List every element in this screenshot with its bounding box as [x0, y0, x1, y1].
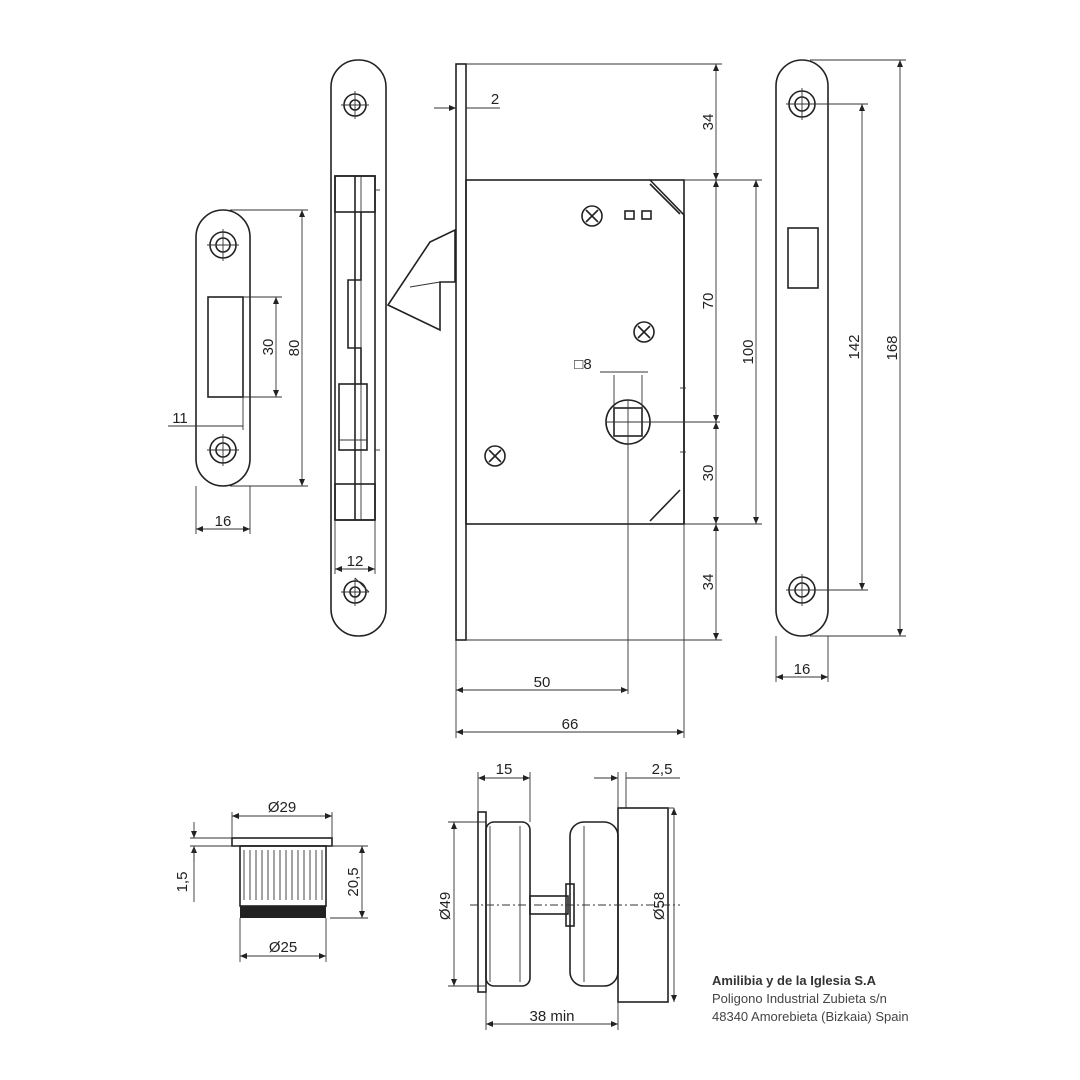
- dim-bottom: 34: [700, 574, 717, 591]
- screw-hole-icon: [786, 574, 818, 606]
- dim-cylinder-flange: 1,5: [174, 872, 191, 893]
- handle-detail: [448, 772, 680, 1030]
- cylinder-detail: [190, 812, 368, 962]
- dim-middle: 70: [700, 293, 717, 310]
- dim-lower: 30: [700, 465, 717, 482]
- dim-depth: 66: [562, 716, 579, 733]
- screw-hole-icon: [786, 88, 818, 120]
- front-plate: [455, 63, 467, 641]
- faceplate: [330, 59, 387, 637]
- strike-plate: [168, 209, 308, 534]
- dim-spindle: □8: [574, 356, 591, 373]
- screw-hole-icon: [207, 434, 239, 466]
- screw-icon: [633, 321, 655, 343]
- screw-icon: [484, 445, 506, 467]
- screw-hole-icon: [341, 91, 369, 119]
- dim-cylinder-inner: Ø25: [269, 939, 297, 956]
- strike-opening: [207, 296, 244, 398]
- hook-bolt: [386, 228, 456, 332]
- dim-strike-width: 16: [215, 513, 232, 530]
- lock-case: [465, 179, 685, 525]
- dim-door-min: 38 min: [529, 1008, 574, 1025]
- spindle-icon: [605, 399, 651, 445]
- cover-plate: [775, 59, 906, 682]
- dim-plate-thickness: 2,5: [652, 761, 673, 778]
- dim-strike-offset: 11: [172, 410, 188, 427]
- company-address-line2: 48340 Amorebieta (Bizkaia) Spain: [712, 1009, 909, 1024]
- dim-cover-height: 168: [884, 335, 901, 360]
- dim-top: 34: [700, 114, 717, 131]
- company-info: Amilibia y de la Iglesia S.A Poligono In…: [712, 972, 909, 1026]
- dim-strike-height: 80: [286, 340, 303, 357]
- dim-cover-width: 16: [794, 661, 811, 678]
- bolt-slot: [787, 227, 819, 289]
- lock-body: [434, 63, 762, 738]
- dim-right-diameter: Ø58: [651, 892, 668, 920]
- dim-cylinder-height: 20,5: [345, 867, 362, 896]
- screw-icon: [581, 205, 603, 227]
- dim-rose-offset: 15: [496, 761, 513, 778]
- knurling-pattern: [243, 850, 323, 900]
- company-address-line1: Poligono Industrial Zubieta s/n: [712, 991, 887, 1006]
- dim-front-thickness: 2: [491, 91, 499, 108]
- screw-hole-icon: [341, 577, 370, 606]
- dim-cylinder-outer: Ø29: [268, 799, 296, 816]
- dim-backset: 50: [534, 674, 551, 691]
- dim-hole-spacing: 142: [846, 334, 863, 359]
- company-name: Amilibia y de la Iglesia S.A: [712, 973, 877, 988]
- dim-faceplate-width: 12: [347, 553, 364, 570]
- dim-strike-opening: 30: [260, 339, 277, 356]
- dim-case-height: 100: [740, 339, 757, 364]
- screw-hole-icon: [207, 229, 239, 261]
- dim-left-diameter: Ø49: [437, 892, 454, 920]
